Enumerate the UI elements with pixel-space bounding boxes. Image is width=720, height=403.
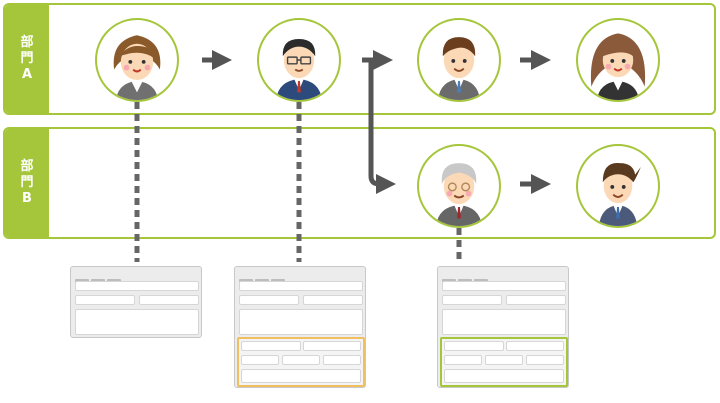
woman-manager-avatar-icon [576,18,660,102]
form-document-3 [437,266,569,388]
young-man-b-avatar-icon [576,144,660,228]
senior-man-avatar-icon [417,144,501,228]
young-man-avatar-icon [417,18,501,102]
highlighted-section-green [440,337,568,387]
form-document-2 [234,266,366,388]
form-document-1 [70,266,202,338]
highlighted-section-orange [237,337,365,387]
lane-a-label: 部門A [5,5,49,113]
lane-b-label: 部門B [5,129,49,237]
woman-staff-avatar-icon [95,18,179,102]
branch-arrow [368,62,396,194]
man-glasses-avatar-icon [257,18,341,102]
